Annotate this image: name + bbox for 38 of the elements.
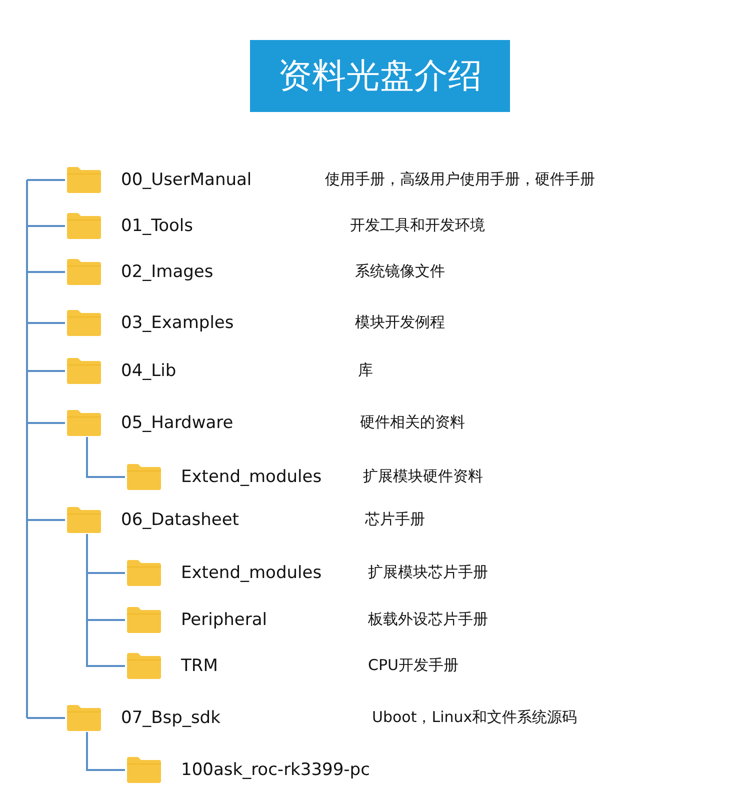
tree-line [27,370,65,372]
folder-name: 06_Datasheet [121,510,239,530]
title-banner: 资料光盘介绍 [250,40,510,112]
description-text: 硬件相关的资料 [360,413,465,432]
description-text: 系统镜像文件 [355,262,445,281]
tree-line [27,322,65,324]
tree-line [27,519,65,521]
tree-line [27,717,65,719]
folder-name: 02_Images [121,262,214,282]
folder-name: 00_UserManual [121,170,252,190]
folder-name: Peripheral [181,610,267,630]
description-text: 扩展模块硬件资料 [363,467,483,486]
tree-line [27,179,65,181]
description-text: 库 [358,361,373,380]
folder-name: 04_Lib [121,361,176,381]
description-text: 使用手册，高级用户使用手册，硬件手册 [325,170,595,189]
description-text: 模块开发例程 [355,313,445,332]
description-text: 开发工具和开发环境 [350,216,485,235]
folder-name: 01_Tools [121,216,194,236]
description-text: 芯片手册 [365,510,425,529]
tree-line [86,534,125,667]
tree-line [86,732,125,771]
description-text: Uboot，Linux和文件系统源码 [372,708,578,727]
folder-name: 07_Bsp_sdk [121,708,220,728]
folder-name: 05_Hardware [121,413,234,433]
tree-line [86,437,125,478]
description-text: 扩展模块芯片手册 [368,563,488,582]
tree-line [27,225,65,227]
folder-name: 100ask_roc-rk3399-pc [181,760,370,780]
tree-trunk-line [26,180,28,718]
folder-name: Extend_modules [181,467,322,487]
folder-name: Extend_modules [181,563,322,583]
folder-name: TRM [181,656,218,676]
tree-line [27,271,65,273]
description-text: CPU开发手册 [368,656,458,675]
description-text: 板载外设芯片手册 [368,610,488,629]
folder-name: 03_Examples [121,313,234,333]
tree-line [27,422,65,424]
